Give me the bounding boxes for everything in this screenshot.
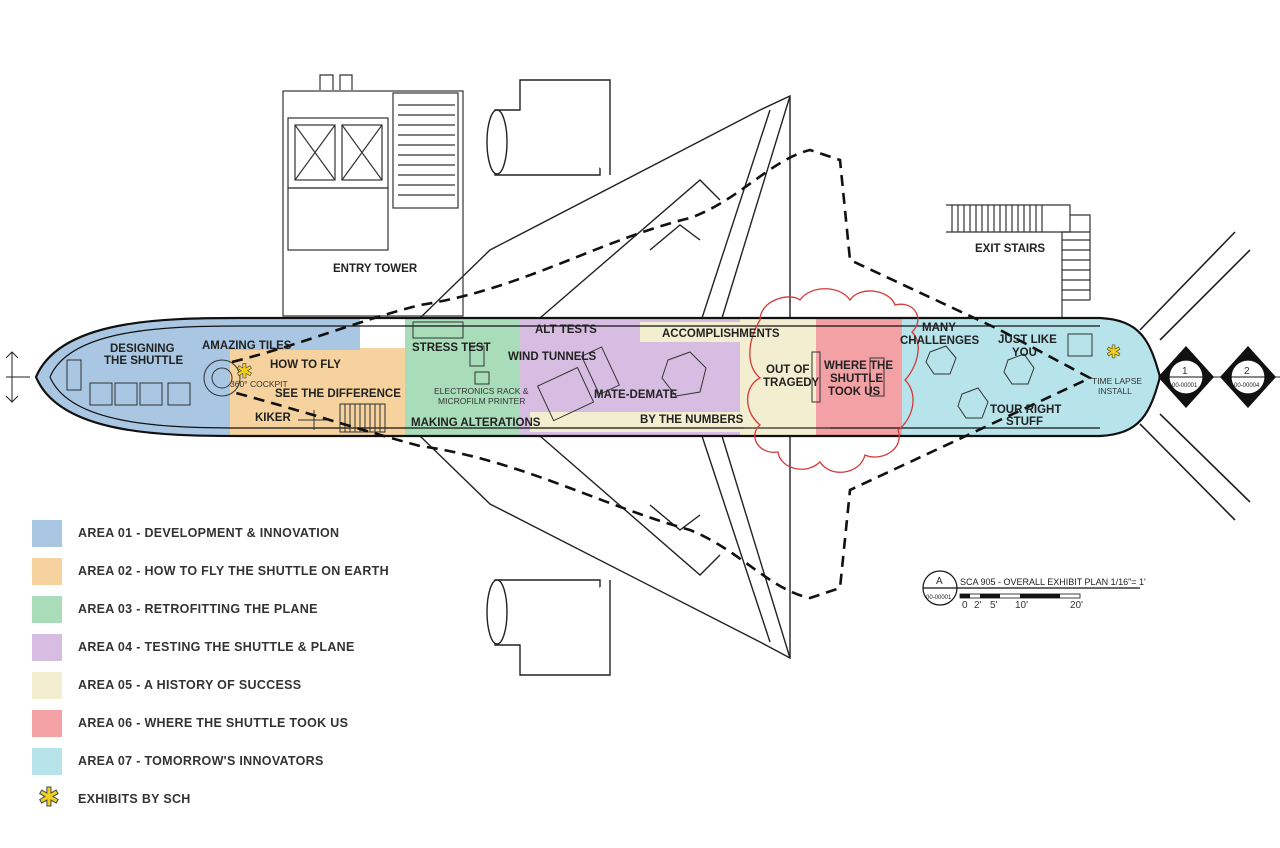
exhibit-asterisk-cockpit: ✱ [236, 359, 253, 383]
title-text: SCA 905 - OVERALL EXHIBIT PLAN 1/16"= 1' [960, 577, 1146, 587]
label-where-2: SHUTTLE [830, 373, 883, 385]
legend: AREA 01 - DEVELOPMENT & INNOVATION AREA … [32, 516, 452, 820]
label-designing-1: DESIGNING [110, 343, 175, 355]
label-just-2: YOU [1012, 347, 1037, 359]
legend-item-area-04: AREA 04 - TESTING THE SHUTTLE & PLANE [32, 630, 452, 668]
left-wing [419, 94, 791, 319]
label-mate-demate: MATE-DEMATE [594, 389, 678, 401]
legend-item-area-06: AREA 06 - WHERE THE SHUTTLE TOOK US [32, 706, 452, 744]
scale-2: 2' [974, 600, 982, 611]
label-accomplishments: ACCOMPLISHMENTS [662, 328, 780, 340]
label-designing-2: THE SHUTTLE [104, 355, 184, 367]
legend-label-area-03: AREA 03 - RETROFITTING THE PLANE [78, 602, 318, 616]
legend-item-area-01: AREA 01 - DEVELOPMENT & INNOVATION [32, 516, 452, 554]
label-time-1: TIME LAPSE [1092, 376, 1142, 386]
legend-label-exhibits: EXHIBITS BY SCH [78, 792, 191, 806]
engine-bottom [486, 579, 611, 676]
title-ref: 00-00001 [926, 595, 952, 601]
label-out-of-1: OUT OF [766, 364, 809, 376]
exhibit-asterisk-timelapse: ✱ [1106, 342, 1121, 363]
legend-item-area-05: AREA 05 - A HISTORY OF SUCCESS [32, 668, 452, 706]
scale-5: 5' [990, 600, 998, 611]
engine-top [486, 79, 611, 176]
label-time-2: INSTALL [1098, 386, 1132, 396]
area-06-zone [816, 318, 902, 436]
label-wind-tunnels: WIND TUNNELS [508, 351, 596, 363]
label-many-2: CHALLENGES [900, 335, 980, 347]
label-alt-tests: ALT TESTS [535, 324, 597, 336]
scale-0: 0 [962, 600, 968, 611]
label-just-1: JUST LIKE [998, 334, 1057, 346]
legend-item-area-07: AREA 07 - TOMORROW'S INNOVATORS [32, 744, 452, 782]
marker-2-number: 2 [1244, 366, 1250, 377]
legend-label-area-06: AREA 06 - WHERE THE SHUTTLE TOOK US [78, 716, 349, 730]
label-making-alterations: MAKING ALTERATIONS [411, 417, 541, 429]
label-tour-1: TOUR RIGHT [990, 404, 1061, 416]
label-kiker: KIKER [255, 412, 291, 424]
legend-label-area-02: AREA 02 - HOW TO FLY THE SHUTTLE ON EART… [78, 564, 389, 578]
label-stress-test: STRESS TEST [412, 342, 491, 354]
legend-label-area-04: AREA 04 - TESTING THE SHUTTLE & PLANE [78, 640, 355, 654]
label-amazing-tiles: AMAZING TILES [202, 340, 292, 352]
section-marker-1: 1 00-00001 [1158, 346, 1214, 408]
label-out-of-2: TRAGEDY [763, 377, 820, 389]
label-electronics-2: MICROFILM PRINTER [438, 396, 525, 406]
legend-item-exhibits: ✱ EXHIBITS BY SCH [32, 782, 452, 820]
legend-item-area-02: AREA 02 - HOW TO FLY THE SHUTTLE ON EART… [32, 554, 452, 592]
entry-tower-label: ENTRY TOWER [333, 263, 418, 275]
legend-label-area-07: AREA 07 - TOMORROW'S INNOVATORS [78, 754, 324, 768]
label-see-difference: SEE THE DIFFERENCE [275, 388, 401, 400]
label-many-1: MANY [922, 322, 956, 334]
label-where-1: WHERE THE [824, 360, 893, 372]
scale-10: 10' [1015, 600, 1028, 611]
section-marker-2: 2 00-00004 [1220, 346, 1276, 408]
cloud-outline [747, 288, 919, 473]
legend-label-area-01: AREA 01 - DEVELOPMENT & INNOVATION [78, 526, 340, 540]
legend-swatch-area-01 [32, 520, 62, 547]
scale-20: 20' [1070, 600, 1083, 611]
legend-swatch-area-06 [32, 710, 62, 737]
legend-label-area-05: AREA 05 - A HISTORY OF SUCCESS [78, 678, 302, 692]
exit-stairs [946, 204, 1091, 318]
label-electronics-1: ELECTRONICS RACK & [434, 386, 529, 396]
shuttle-outline-dashed [231, 148, 1093, 600]
marker-2-ref: 00-00004 [1234, 383, 1260, 389]
marker-1-ref: 00-00001 [1172, 383, 1198, 389]
entry-tower [282, 74, 464, 317]
asterisk-icon: ✱ [38, 783, 61, 813]
legend-swatch-area-03 [32, 596, 62, 623]
label-how-to-fly: HOW TO FLY [270, 359, 341, 371]
label-where-3: TOOK US [828, 386, 881, 398]
legend-swatch-area-04 [32, 634, 62, 661]
tail [1139, 231, 1251, 521]
legend-item-area-03: AREA 03 - RETROFITTING THE PLANE [32, 592, 452, 630]
legend-swatch-area-05 [32, 672, 62, 699]
drawing-title-block: A 00-00001 SCA 905 - OVERALL EXHIBIT PLA… [922, 570, 1146, 611]
label-cockpit: 360° COCKPIT [230, 379, 288, 389]
label-tour-2: STUFF [1006, 416, 1043, 428]
interior-details [66, 321, 1093, 433]
right-wing [419, 435, 791, 660]
exit-stairs-label: EXIT STAIRS [975, 243, 1045, 255]
marker-1-number: 1 [1182, 366, 1188, 377]
legend-swatch-area-02 [32, 558, 62, 585]
label-by-the-numbers: BY THE NUMBERS [640, 414, 744, 426]
legend-swatch-area-07 [32, 748, 62, 775]
title-letter: A [936, 576, 943, 587]
